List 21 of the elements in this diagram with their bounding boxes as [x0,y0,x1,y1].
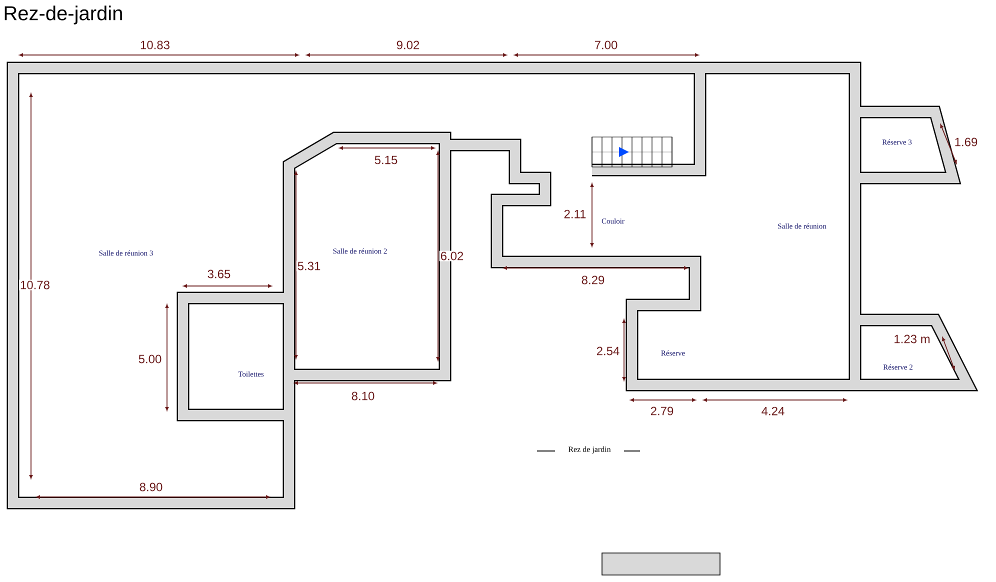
dimension-label: 8.10 [350,390,376,402]
title: Rez-de-jardin [4,6,122,24]
dimension-label: 10.83 [139,40,172,50]
dimension-label: 2.11 [562,208,588,220]
dimension-label: 5.31 [296,260,322,272]
dimension-label: 2.79 [649,406,675,416]
dimension-label: 2.54 [595,346,621,356]
dimension-label: 8.90 [138,482,164,492]
dimension-label: 4.24 [760,406,786,416]
dimension-label: 6.02 [439,250,465,262]
dimension-label: 1.69 [953,136,979,148]
dimension-label: 7.00 [593,40,619,50]
dimension-label: 10.78 [19,280,52,290]
dimension-label: 5.00 [137,354,163,364]
dimension-label: 5.15 [373,154,399,166]
dimension-label: 3.65 [206,268,232,280]
dimension-label: 8.29 [580,274,606,286]
filled-bar [602,552,720,576]
caption: Rez de jardin [536,446,640,454]
dimension-label: 1.23 m [892,334,932,344]
dimension-label: 9.02 [395,40,421,50]
